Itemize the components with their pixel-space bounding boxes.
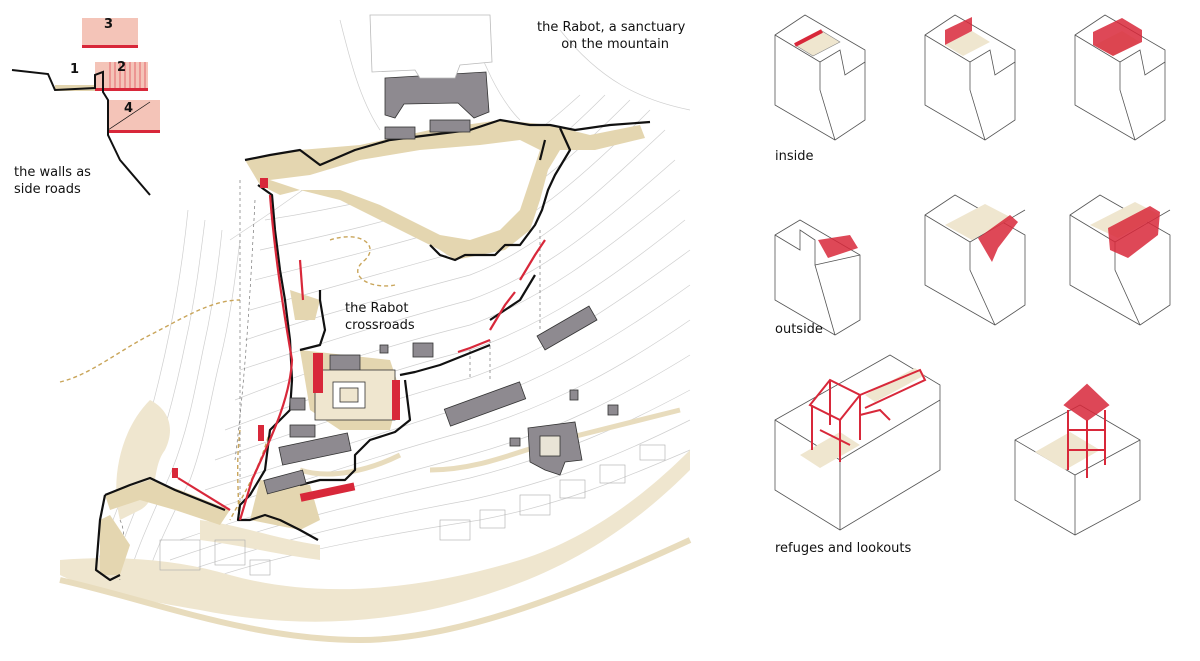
wall-section-diagram (11, 18, 160, 196)
axo-refuge-1 (774, 354, 941, 531)
rabot-crossroads-label: the Rabot crossroads (345, 300, 415, 334)
sanctuary-label-line-1: the Rabot, a sanctuary (537, 20, 686, 35)
walls-as-side-roads-label: the walls as side roads (14, 164, 91, 198)
rabot-sanctuary-label: the Rabot, a sanctuary on the mountain (537, 19, 686, 53)
sanctuary-label-line-2: on the mountain (561, 37, 669, 52)
axo-outside-2 (924, 194, 1026, 326)
walls-label-line-1: the walls as (14, 165, 91, 180)
rabot-sanctuary-plateau (369, 14, 493, 79)
section-number-4: 4 (124, 101, 134, 116)
section-number-2: 2 (117, 60, 127, 75)
red-elements (172, 178, 400, 502)
crossroads-label-line-2: crossroads (345, 318, 415, 333)
inside-label: inside (775, 149, 814, 164)
axo-refuge-2 (1014, 383, 1141, 536)
section-number-1: 1 (70, 62, 80, 77)
crossroads-label-line-1: the Rabot (345, 301, 409, 316)
buildings (263, 71, 619, 495)
citadel (314, 369, 396, 421)
outside-label: outside (775, 322, 823, 337)
site-plan (59, 14, 692, 644)
axo-inside-1 (774, 14, 866, 141)
axo-inside-3 (1074, 14, 1166, 141)
axo-inside-2 (924, 14, 1016, 141)
axo-outside-1 (774, 219, 861, 336)
refuges-lookouts-label: refuges and lookouts (775, 541, 911, 556)
walls-label-line-2: side roads (14, 182, 81, 197)
monastery (509, 421, 583, 476)
axo-outside-3 (1069, 194, 1171, 326)
section-number-3: 3 (104, 17, 114, 32)
trails (59, 236, 396, 521)
